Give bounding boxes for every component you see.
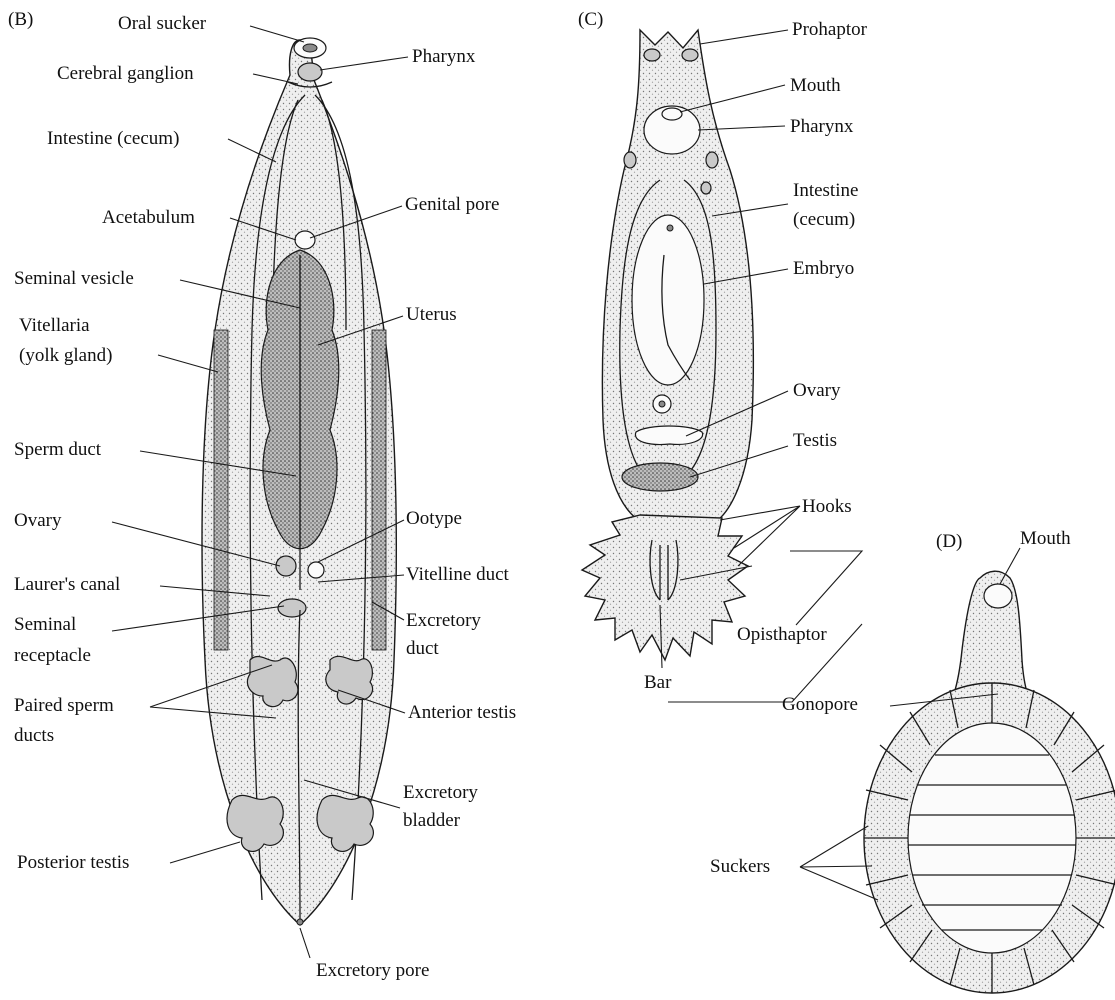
label-hooks: Hooks [802, 496, 852, 517]
label-excretory-bladder: Excretory [403, 782, 478, 803]
label-intestine: Intestine (cecum) [47, 128, 179, 149]
embryo-dot [667, 225, 673, 231]
label-testis: Testis [793, 430, 837, 451]
opisthaptor-disk [582, 515, 748, 660]
mouth-c-shape [662, 108, 682, 120]
label-intestine-c-sub: (cecum) [793, 209, 855, 230]
panel-b-fluke: (B) Oral sucker Cerebral ganglion Intest… [8, 9, 516, 981]
leader-oral-sucker [250, 26, 304, 42]
inner-disc [908, 723, 1076, 953]
pharynx-shape [298, 63, 322, 81]
seminal-receptacle-shape [278, 599, 306, 617]
label-sperm-duct: Sperm duct [14, 439, 102, 460]
label-seminal-receptacle-sub: receptacle [14, 645, 91, 666]
gland-right [706, 152, 718, 168]
label-mouth-c: Mouth [790, 75, 841, 96]
label-pharynx-b: Pharynx [412, 46, 476, 67]
label-oral-sucker: Oral sucker [118, 13, 207, 34]
label-seminal-vesicle: Seminal vesicle [14, 268, 134, 289]
label-acetabulum: Acetabulum [102, 207, 195, 228]
label-seminal-receptacle: Seminal [14, 614, 76, 635]
prohaptor-left-pad [644, 49, 660, 61]
leader-excretory-pore [300, 928, 310, 958]
label-excretory-duct-sub: duct [406, 638, 439, 659]
label-uterus: Uterus [406, 304, 457, 325]
leader-posterior-testis [170, 842, 240, 863]
embryo-shape [632, 215, 704, 385]
label-bar: Bar [644, 672, 672, 693]
label-genital-pore: Genital pore [405, 194, 499, 215]
panel-c-monogenean: (C) Prohaptor Mouth Pharynx Intestine (c… [578, 9, 868, 702]
panel-d-aspidogastrean: (D) Mouth Gonopore Suckers [710, 528, 1115, 993]
label-ovary-c: Ovary [793, 380, 841, 401]
label-excretory-duct: Excretory [406, 610, 481, 631]
ovary-c-lobe [635, 426, 702, 445]
prohaptor-right-pad [682, 49, 698, 61]
label-vitelline-duct: Vitelline duct [406, 564, 510, 585]
label-ootype: Ootype [406, 508, 462, 529]
label-gonopore: Gonopore [782, 694, 858, 715]
label-intestine-c: Intestine [793, 180, 858, 201]
label-mouth-d: Mouth [1020, 528, 1071, 549]
ootype-shape [308, 562, 324, 578]
ovary-c-nucleus [659, 401, 665, 407]
panel-d-letter: (D) [936, 531, 962, 552]
label-paired-sperm-ducts: Paired sperm [14, 695, 114, 716]
label-vitellaria: Vitellaria [19, 315, 90, 336]
gland-right-2 [701, 182, 711, 194]
label-prohaptor: Prohaptor [792, 19, 868, 40]
label-pharynx-c: Pharynx [790, 116, 854, 137]
leader-vitellaria [158, 355, 218, 372]
label-laurers-canal: Laurer's canal [14, 574, 120, 595]
leader-pharynx [320, 57, 408, 70]
testis-shape [622, 463, 698, 491]
excretory-pore-shape [297, 919, 303, 925]
label-excretory-pore: Excretory pore [316, 960, 429, 981]
label-vitellaria-sub: (yolk gland) [19, 345, 112, 366]
oral-sucker-opening [303, 44, 317, 52]
gland-left [624, 152, 636, 168]
label-anterior-testis: Anterior testis [408, 702, 516, 723]
right-vitellaria [372, 330, 386, 650]
label-suckers: Suckers [710, 856, 770, 877]
label-embryo: Embryo [793, 258, 854, 279]
mouth-d-shape [984, 584, 1012, 608]
leader-prohaptor [700, 30, 788, 44]
label-ovary: Ovary [14, 510, 62, 531]
left-vitellaria [214, 330, 228, 650]
label-opisthaptor: Opisthaptor [737, 624, 827, 645]
panel-b-letter: (B) [8, 9, 33, 30]
label-paired-sperm-ducts-sub: ducts [14, 725, 54, 746]
label-excretory-bladder-sub: bladder [403, 810, 461, 831]
label-posterior-testis: Posterior testis [17, 852, 129, 873]
label-cerebral-ganglion: Cerebral ganglion [57, 63, 194, 84]
acetabulum-shape [295, 231, 315, 249]
panel-c-letter: (C) [578, 9, 603, 30]
